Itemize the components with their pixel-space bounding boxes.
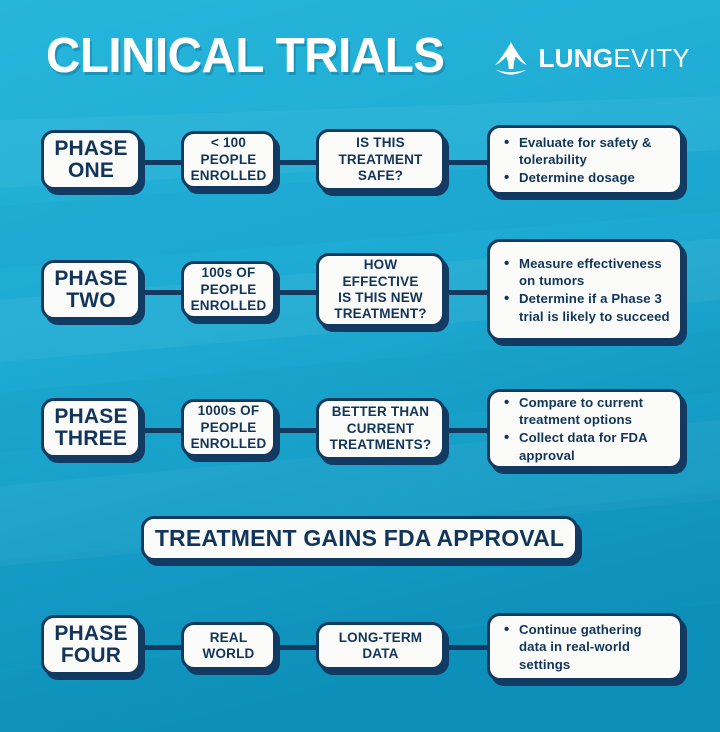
phase-one-goals-list: Evaluate for safety & tolerability Deter… [502,133,670,188]
fda-approval-banner[interactable]: TREATMENT GAINS FDA APPROVAL [141,516,578,561]
connector-three-b [272,428,320,433]
logo-wordmark: LUNGEVITY [539,45,691,71]
logo-text-light: EVITY [613,43,690,73]
connector-four-b [272,645,320,650]
connector-four-a [137,645,185,650]
connector-one-c [441,160,491,165]
phase-three-goals-list: Compare to current treatment options Col… [502,393,670,464]
lungevity-wing-icon [494,42,527,75]
fda-approval-label: TREATMENT GAINS FDA APPROVAL [154,525,565,551]
connector-four-c [441,645,491,650]
connector-two-b [272,290,320,295]
logo-text-bold: LUNG [538,43,614,73]
header: CLINICAL TRIALS LUNGEVITY [46,22,690,90]
connector-one-b [272,160,320,165]
list-item: Determine dosage [502,168,670,187]
connector-two-c [441,290,491,295]
connector-one-a [137,160,185,165]
phase-four-goals-list: Continue gathering data in real-world se… [502,620,670,674]
phase-two-goals-box[interactable]: Measure effectiveness on tumors Determin… [487,239,683,341]
phase-one-goals-box[interactable]: Evaluate for safety & tolerability Deter… [487,125,683,195]
lungevity-logo[interactable]: LUNGEVITY [492,39,691,77]
phase-three-goals-box[interactable]: Compare to current treatment options Col… [487,389,683,469]
list-item: Collect data for FDA approval [502,428,670,464]
connector-three-a [137,428,185,433]
list-item: Determine if a Phase 3 trial is likely t… [502,289,670,325]
phase-two-goals-list: Measure effectiveness on tumors Determin… [502,254,670,325]
list-item: Evaluate for safety & tolerability [502,133,670,169]
list-item: Continue gathering data in real-world se… [502,620,670,674]
connector-two-a [137,290,185,295]
phase-four-goals-box[interactable]: Continue gathering data in real-world se… [487,613,683,681]
connector-three-c [441,428,491,433]
list-item: Measure effectiveness on tumors [502,254,670,290]
page-title: CLINICAL TRIALS [46,28,445,83]
list-item: Compare to current treatment options [502,393,670,429]
